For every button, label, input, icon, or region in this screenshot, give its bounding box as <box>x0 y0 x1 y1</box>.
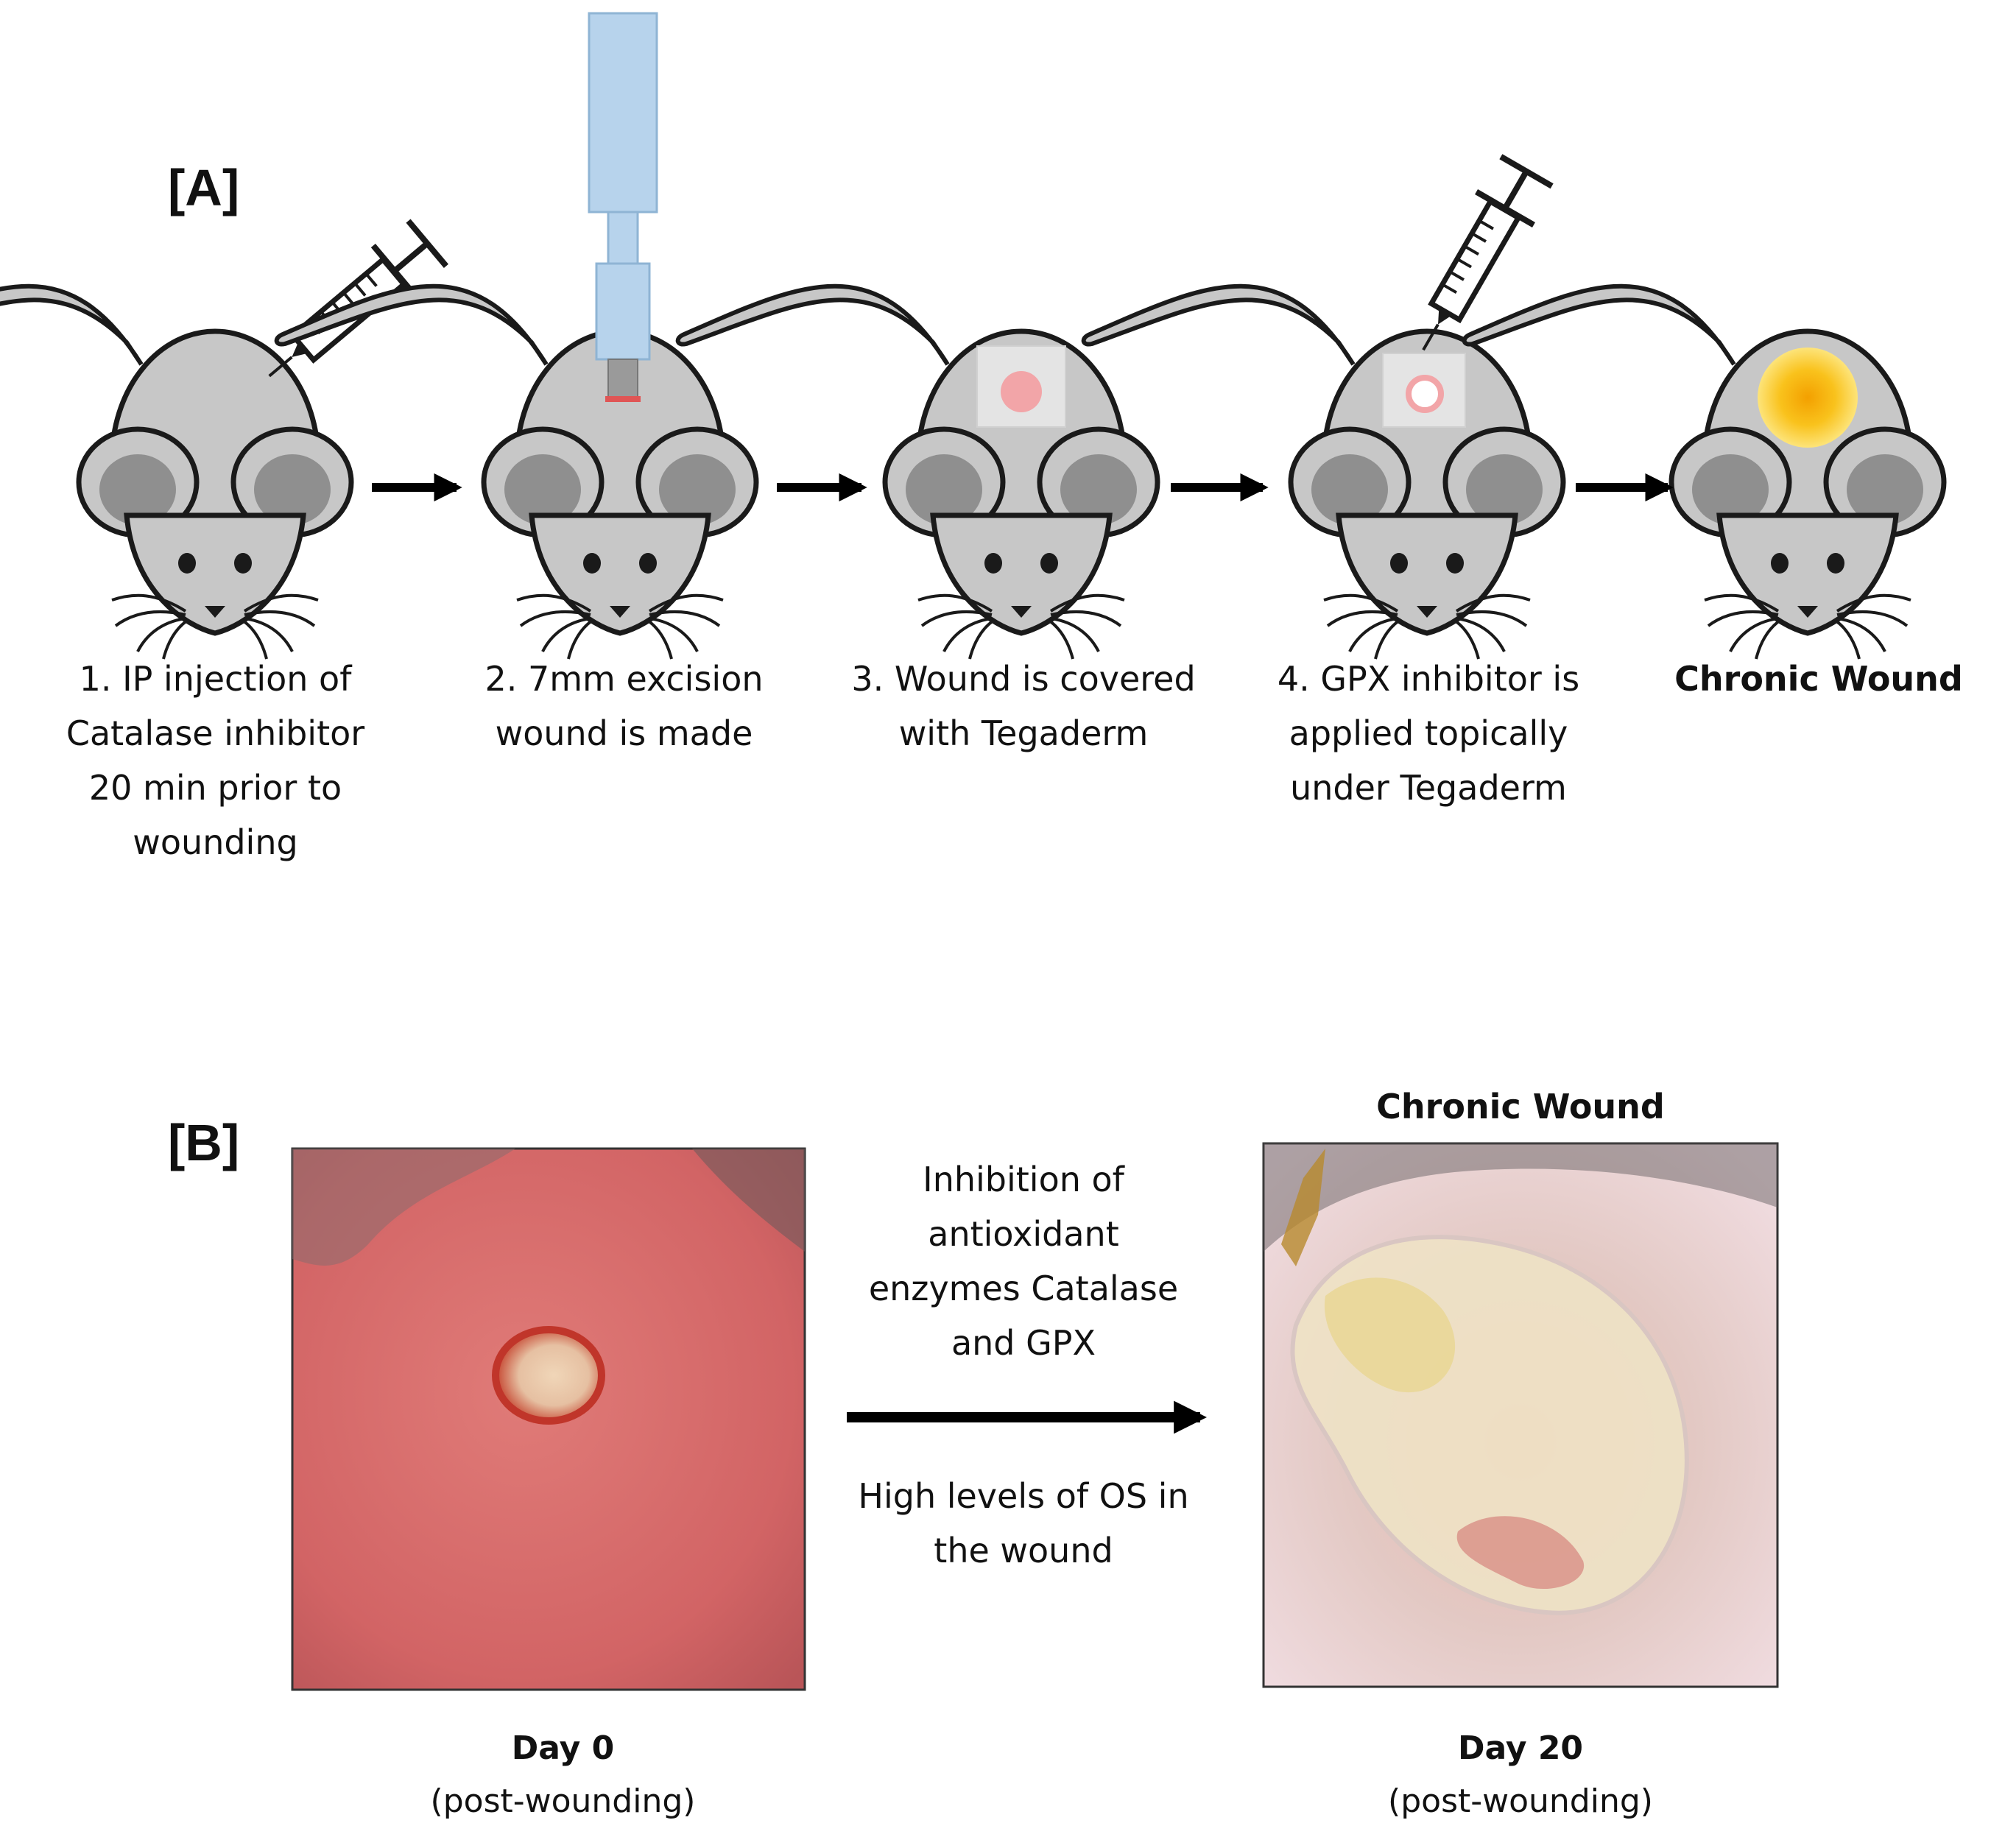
step-4-caption: 4. GPX inhibitor is applied topically un… <box>1277 659 1580 808</box>
tegaderm-patch <box>976 345 1066 428</box>
arrow-text-top: Inhibition of antioxidant enzymes Catala… <box>868 1160 1179 1363</box>
day0-photo <box>291 1147 806 1691</box>
wound-icon <box>492 1326 605 1425</box>
day20-photo <box>1262 1142 1779 1688</box>
panel-b-label: [B] <box>168 1114 240 1171</box>
wound-icon <box>1001 371 1042 412</box>
day0-note: (post-wounding) <box>430 1782 696 1820</box>
panel-a-label: [A] <box>168 159 240 216</box>
step-5-caption: Chronic Wound <box>1674 659 1963 699</box>
step-2-caption: 2. 7mm excision wound is made <box>484 659 764 753</box>
step-1-caption: 1. IP injection of Catalase inhibitor 20… <box>66 659 365 862</box>
chronic-wound-icon <box>1758 348 1858 448</box>
day0-label: Day 0 <box>511 1729 615 1767</box>
arrow-text-bottom: High levels of OS in the wound <box>858 1476 1189 1570</box>
biopsy-punch-icon <box>588 12 658 402</box>
wound-icon <box>1406 375 1444 413</box>
panel-b-title: Chronic Wound <box>1376 1087 1665 1126</box>
step-3-caption: 3. Wound is covered with Tegaderm <box>851 659 1196 753</box>
day20-note: (post-wounding) <box>1388 1782 1653 1820</box>
day20-label: Day 20 <box>1457 1729 1584 1767</box>
